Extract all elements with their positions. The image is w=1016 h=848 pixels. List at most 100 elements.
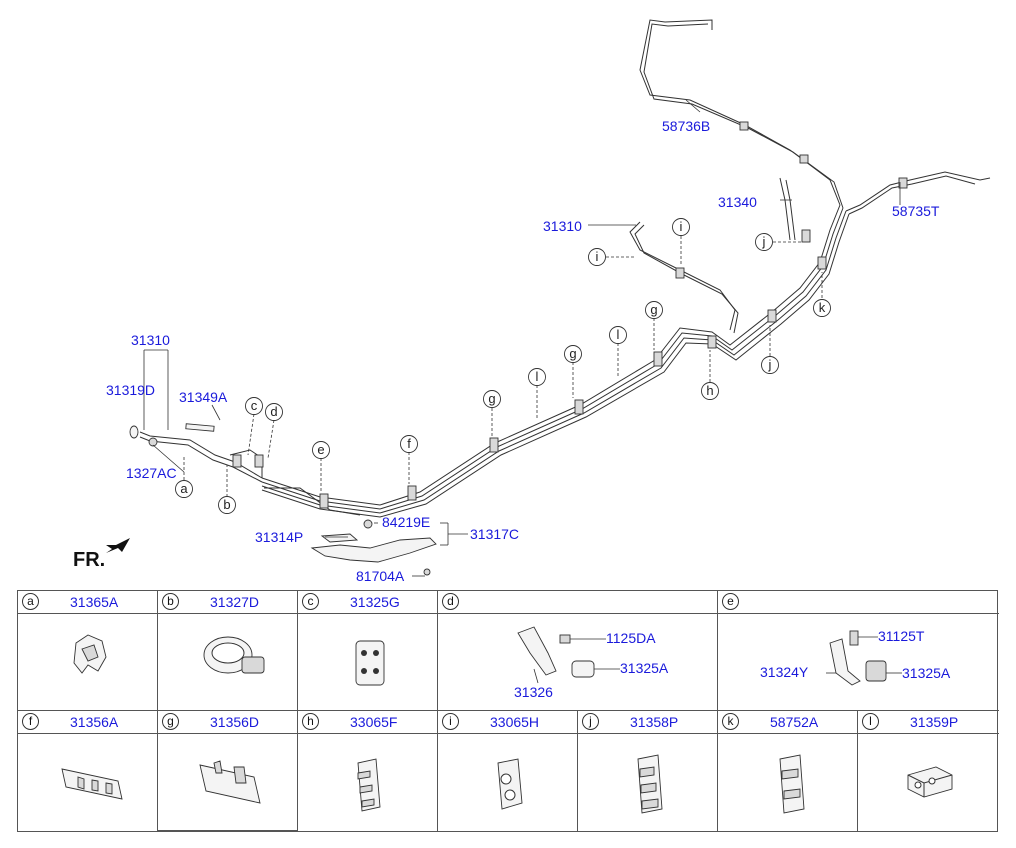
clip-31325G-drawing xyxy=(298,613,437,710)
callout-g: g xyxy=(569,346,576,361)
legend-header: e xyxy=(718,591,999,614)
legend-cell-k: k 58752A xyxy=(718,711,858,831)
heat-protector-31317C xyxy=(310,519,437,576)
callout-i: i xyxy=(680,219,683,234)
parts-legend-table: a 31365A b 31327D c 31325G d 1125DA xyxy=(17,590,999,832)
callout-l: l xyxy=(536,369,539,384)
legend-cell-i: i 33065H xyxy=(438,711,578,831)
legend-cell-g: g 31356D xyxy=(158,711,298,831)
legend-cell-c: c 31325G xyxy=(298,591,438,711)
label-31314P: 31314P xyxy=(255,529,303,545)
legend-letter: d xyxy=(442,593,459,610)
spacer-31359P-drawing xyxy=(858,733,999,831)
legend-part-number: 31325G xyxy=(350,594,400,610)
legend-header: g 31356D xyxy=(158,711,297,734)
o-ring-31319D xyxy=(129,425,139,439)
clip-33065H-drawing xyxy=(438,733,577,831)
legend-cell-h: h 33065F xyxy=(298,711,438,831)
legend-letter: g xyxy=(162,713,179,730)
item-31125T: 31125T xyxy=(878,628,925,644)
bracket-assembly-d-drawing: 1125DA 31325A 31326 xyxy=(438,613,717,710)
legend-letter: b xyxy=(162,593,179,610)
fuel-line-diagram: a b c d e f g l g l g h j k j i i 58736B… xyxy=(73,19,991,584)
dashed-callout-lines xyxy=(183,236,823,497)
callout-a: a xyxy=(180,481,188,496)
legend-part-number: 31358P xyxy=(630,714,679,730)
callout-k: k xyxy=(819,300,826,315)
legend-part-number: 33065F xyxy=(350,714,398,730)
legend-part-number: 31327D xyxy=(210,594,260,610)
label-31310-right: 31310 xyxy=(543,218,582,234)
legend-header: d xyxy=(438,591,717,614)
leader-lines xyxy=(143,99,901,577)
legend-cell-f: f 31356A xyxy=(18,711,158,831)
clip-31356A-drawing xyxy=(18,733,157,831)
legend-header: c 31325G xyxy=(298,591,437,614)
legend-header: j 31358P xyxy=(578,711,717,734)
callout-l: l xyxy=(617,327,620,342)
clip-33065F-drawing xyxy=(298,733,437,831)
callout-b: b xyxy=(223,497,230,512)
pipe-31349A xyxy=(185,423,215,432)
callout-bubbles xyxy=(175,218,831,514)
clip-31358P-drawing xyxy=(578,733,717,831)
callout-j: j xyxy=(762,234,766,249)
clip-58752A-drawing xyxy=(718,733,857,831)
legend-part-number: 33065H xyxy=(490,714,540,730)
legend-letter: i xyxy=(442,713,459,730)
item-31325A: 31325A xyxy=(620,660,669,676)
legend-cell-l: l 31359P xyxy=(858,711,999,831)
label-31310-left: 31310 xyxy=(131,332,170,348)
legend-letter: c xyxy=(302,593,319,610)
legend-cell-e: e 31125T 31324Y 31325A xyxy=(718,591,999,711)
legend-part-number: 31356D xyxy=(210,714,260,730)
legend-letter: a xyxy=(22,593,39,610)
item-31324Y: 31324Y xyxy=(760,664,809,680)
item-1125DA: 1125DA xyxy=(606,630,656,646)
legend-part-number: 31359P xyxy=(910,714,959,730)
callout-j: j xyxy=(768,357,772,372)
legend-header: a 31365A xyxy=(18,591,157,614)
callout-g: g xyxy=(488,391,495,406)
part-labels: 58736B 58735T 31340 31310 31310 31319D 3… xyxy=(106,118,940,584)
legend-letter: k xyxy=(722,713,739,730)
label-58736B: 58736B xyxy=(662,118,710,134)
callout-c: c xyxy=(251,398,258,413)
label-31319D: 31319D xyxy=(106,382,155,398)
label-1327AC: 1327AC xyxy=(126,465,177,481)
legend-cell-b: b 31327D xyxy=(158,591,298,711)
legend-header: k 58752A xyxy=(718,711,857,734)
item-31326: 31326 xyxy=(514,684,553,700)
legend-header: b 31327D xyxy=(158,591,297,614)
legend-part-number: 58752A xyxy=(770,714,819,730)
main-tube-bundle xyxy=(261,204,850,518)
front-direction-indicator: FR. xyxy=(73,538,130,571)
legend-letter: h xyxy=(302,713,319,730)
legend-cell-d: d 1125DA 31325A 31326 xyxy=(438,591,718,711)
legend-part-number: 31365A xyxy=(70,594,119,610)
legend-header: f 31356A xyxy=(18,711,157,734)
callout-h: h xyxy=(706,383,713,398)
clips xyxy=(232,121,908,509)
clamp-31327D-drawing xyxy=(158,613,297,710)
clip-31356D-drawing xyxy=(158,733,297,830)
legend-letter: e xyxy=(722,593,739,610)
legend-header: h 33065F xyxy=(298,711,437,734)
legend-header: l 31359P xyxy=(858,711,999,734)
callout-f: f xyxy=(407,436,411,451)
callout-letters: a b c d e f g l g l g h j k j i i xyxy=(180,219,825,512)
label-31317C: 31317C xyxy=(470,526,519,542)
legend-cell-j: j 31358P xyxy=(578,711,718,831)
callout-e: e xyxy=(317,442,324,457)
clip-31365A-drawing xyxy=(18,613,157,710)
front-arrow-icon xyxy=(106,538,130,553)
nut-1327AC xyxy=(148,437,158,447)
legend-part-number: 31356A xyxy=(70,714,119,730)
callout-d: d xyxy=(270,404,277,419)
label-84219E: 84219E xyxy=(382,514,430,530)
legend-letter: j xyxy=(582,713,599,730)
bracket-assembly-e-drawing: 31125T 31324Y 31325A xyxy=(718,613,999,710)
legend-letter: f xyxy=(22,713,39,730)
label-31349A: 31349A xyxy=(179,389,228,405)
legend-letter: l xyxy=(862,713,879,730)
